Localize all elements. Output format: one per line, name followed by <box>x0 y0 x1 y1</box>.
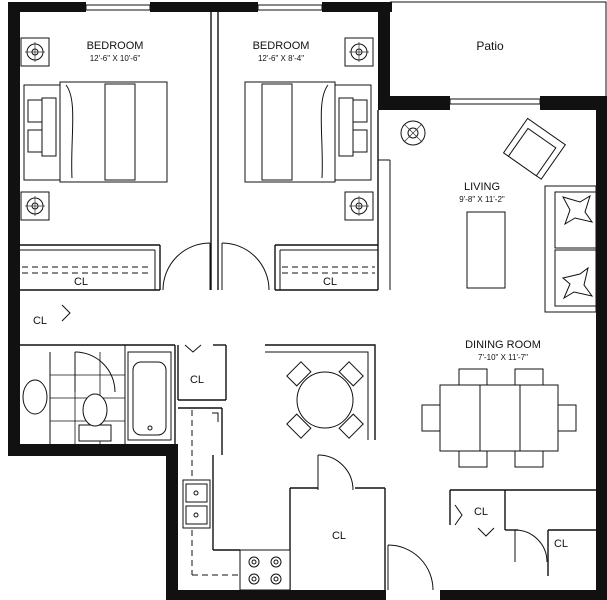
bedroom-left-size: 12'-6" X 10'-6" <box>90 54 141 63</box>
dining-name: DINING ROOM <box>465 339 541 351</box>
living-size: 9'-8" X 11'-2" <box>459 195 505 204</box>
living-furniture <box>400 117 597 313</box>
living-name: LIVING <box>464 181 500 193</box>
closet-bedroom-right-label: CL <box>323 276 337 288</box>
bed-left <box>23 81 168 183</box>
round-table <box>286 361 364 439</box>
closet-bedroom-left-label: CL <box>74 276 88 288</box>
closet-entry-small-label: CL <box>474 506 488 518</box>
room-labels: BEDROOM 12'-6" X 10'-6" BEDROOM 12'-6" X… <box>87 39 541 362</box>
bed-right <box>244 81 372 183</box>
closet-kitchen-label: CL <box>332 530 346 542</box>
bedroom-right-name: BEDROOM <box>253 40 310 52</box>
closet-bath-label: CL <box>190 374 204 386</box>
closet-labels: CL CL CL CL CL CL CL <box>33 276 568 550</box>
interior-walls <box>20 12 596 590</box>
closet-entry-large-label: CL <box>554 538 568 550</box>
bathroom-fixtures <box>22 345 172 444</box>
patio-name: Patio <box>476 39 504 53</box>
bedroom-left-name: BEDROOM <box>87 40 144 52</box>
closet-right-rod <box>275 244 378 290</box>
bedroom-right-size: 12'-6" X 8'-4" <box>258 54 304 63</box>
patio-outline <box>390 1 607 96</box>
kitchen-fixtures <box>182 410 291 591</box>
dining-table-set <box>421 368 577 468</box>
door-swings <box>61 242 548 591</box>
closet-left-rod <box>20 244 160 290</box>
nightstands-right <box>344 37 374 221</box>
exterior-walls <box>8 2 607 600</box>
nightstands-left <box>20 37 50 221</box>
closet-hall-label: CL <box>33 315 47 327</box>
windows <box>85 4 541 105</box>
dining-size: 7'-10" X 11'-7" <box>478 353 528 362</box>
